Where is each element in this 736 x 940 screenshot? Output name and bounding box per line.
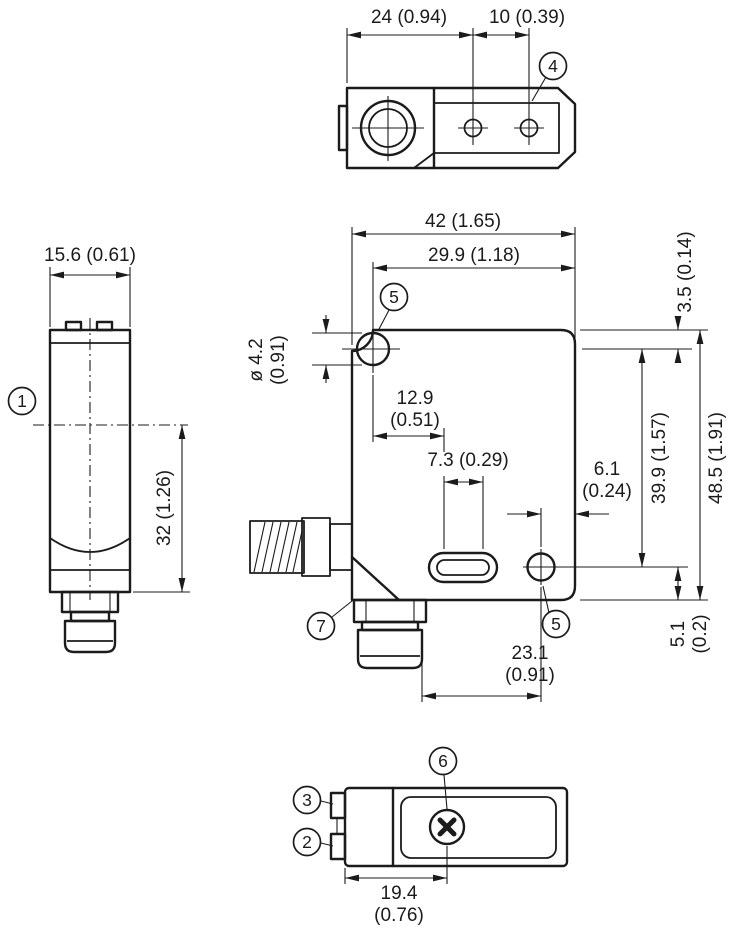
callout-4: 4 [531, 51, 568, 102]
callout-7-digit: 7 [316, 616, 326, 636]
callout-2-circle [292, 827, 322, 857]
top-view-diagonal [413, 152, 435, 169]
callout-5-bottom-circle [541, 609, 571, 639]
bottom-view: 19.4 (0.76) 6 3 2 [292, 746, 569, 926]
callout-5-top-digit: 5 [389, 287, 399, 307]
bottom-view-dimensions [344, 846, 448, 884]
top-view-inner-rect [434, 102, 560, 154]
dim-6-1-mm: 6.1 [594, 459, 620, 480]
front-slot-inner [436, 559, 490, 576]
side-view-connector [60, 590, 120, 654]
callout-5-bottom: 5 [541, 585, 571, 639]
dim-6-1-in: (0.24) [582, 481, 632, 502]
callout-3-digit: 3 [302, 790, 312, 810]
bottom-connector-plug [356, 628, 424, 670]
callout-7-circle [306, 611, 336, 641]
side-connector-plug [63, 619, 117, 654]
dim-hole-mm: ø 4.2 [246, 338, 267, 381]
dim-23-1-mm: 23.1 [512, 643, 549, 664]
callout-6-circle [428, 746, 458, 776]
dim-7-3: 7.3 (0.29) [427, 450, 508, 471]
side-connector-thread-body [249, 520, 305, 574]
dim-12-9-in: (0.51) [390, 410, 440, 431]
side-connector-nut-profile [301, 517, 331, 577]
side-view: 15.6 (0.61) 32 (1.26) 1 [7, 245, 190, 654]
callout-4-digit: 4 [548, 56, 558, 76]
side-connector-step-profile [329, 523, 352, 571]
dim-3-5: 3.5 (0.14) [675, 231, 696, 312]
callout-3-circle [292, 785, 322, 815]
dim-12-9-mm: 12.9 [397, 388, 434, 409]
callout-7: 7 [306, 600, 353, 641]
dim-5-1-mm: 5.1 [668, 621, 689, 647]
dim-5-1-in: (0.2) [690, 614, 711, 653]
callout-1-circle [7, 386, 37, 416]
front-view-dimensions [312, 227, 708, 702]
callout-2-digit: 2 [302, 832, 312, 852]
dim-hole-in: (0.91) [268, 335, 289, 385]
callout-3: 3 [292, 785, 334, 815]
front-slot-outer [427, 551, 499, 584]
dim-39-9: 39.9 (1.57) [649, 412, 670, 504]
bottom-view-body [343, 786, 569, 868]
callout-5-top-leader [377, 309, 390, 332]
callout-5-top-circle [379, 282, 409, 312]
callout-5-top: 5 [377, 282, 409, 332]
dim-23-1-in: (0.91) [505, 665, 555, 686]
screw-cross-icon [437, 817, 457, 837]
callout-1: 1 [7, 386, 37, 416]
dim-32: 32 (1.26) [154, 470, 175, 546]
callout-2: 2 [292, 827, 334, 857]
bottom-connector-nut [352, 598, 428, 624]
top-view: 24 (0.94) 10 (0.39) 4 [337, 7, 577, 170]
dim-48-5: 48.5 (1.91) [706, 412, 727, 504]
front-bottom-connector [352, 598, 428, 670]
dim-10: 10 (0.39) [489, 7, 565, 28]
bottom-view-tab-bottom [329, 832, 347, 861]
top-view-dimensions [346, 28, 530, 145]
dim-24: 24 (0.94) [371, 7, 447, 28]
side-view-bump-2 [95, 320, 114, 332]
dim-29-9: 29.9 (1.18) [428, 245, 520, 266]
callout-5-bottom-leader [542, 585, 550, 614]
callout-4-leader [531, 76, 547, 102]
dim-42: 42 (1.65) [425, 211, 501, 232]
bottom-view-inner-rect [400, 796, 557, 859]
callout-7-leader [331, 600, 353, 618]
callout-1-digit: 1 [17, 391, 27, 411]
side-connector-step [69, 610, 111, 623]
side-view-dimensions [49, 267, 190, 593]
front-side-connector [249, 517, 352, 577]
dim-19-4-in: (0.76) [374, 905, 424, 926]
callout-3-leader [320, 800, 334, 805]
dim-19-4-mm: 19.4 [381, 883, 418, 904]
callout-6-leader [443, 774, 448, 810]
callout-2-leader [320, 842, 334, 847]
front-bottom-left-chamfer [350, 555, 401, 602]
callout-5-bottom-digit: 5 [551, 614, 561, 634]
dim-15-6: 15.6 (0.61) [44, 245, 136, 266]
callout-6-digit: 6 [438, 751, 448, 771]
front-view-body [350, 328, 577, 602]
front-view: 42 (1.65) 29.9 (1.18) 3.5 (0.14) ø 4.2 (… [246, 211, 727, 702]
thread-hatch [253, 521, 303, 573]
top-view-body-outline [345, 86, 577, 170]
bottom-view-screw [428, 808, 466, 846]
top-view-left-protrusion [337, 104, 349, 152]
bottom-view-tab-top [329, 791, 347, 820]
side-view-bump-1 [64, 320, 83, 332]
callout-6: 6 [428, 746, 458, 810]
callout-4-circle [538, 51, 568, 81]
